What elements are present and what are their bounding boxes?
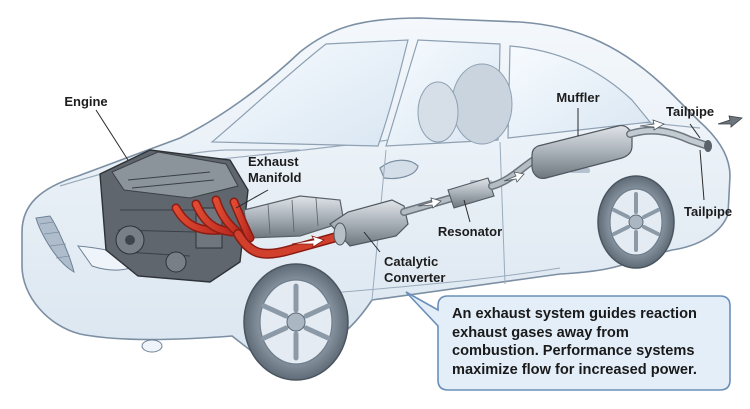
tailpipe-tip [704, 140, 712, 152]
down-pipe-fill [234, 230, 344, 258]
tailpipe-fill [627, 128, 711, 149]
rear-window [507, 45, 652, 139]
label-catalytic-1: Catalytic [384, 254, 438, 269]
caption-text: An exhaust system guides reaction exhaus… [438, 296, 728, 388]
exhaust-manifold [171, 195, 255, 243]
caption-line-1: An exhaust system guides reaction [452, 306, 697, 322]
flow-arrow-icon [291, 115, 743, 248]
fog-light [141, 339, 163, 353]
caption-line-3: combustion. Performance systems [452, 343, 695, 360]
engine-block [99, 149, 249, 283]
label-resonator: Resonator [438, 224, 502, 239]
door-line-rear [499, 141, 506, 285]
grille [35, 215, 75, 273]
front-wheel [243, 263, 349, 381]
side-mirror [379, 159, 419, 180]
leader-lines [95, 108, 705, 253]
resonator [447, 177, 495, 209]
label-exhaust-manifold-2: Manifold [248, 170, 301, 185]
label-engine: Engine [64, 94, 107, 109]
caption-line-2: exhaust gases away from [452, 324, 629, 341]
windshield [210, 39, 409, 147]
caption-line-4: maximize flow for increased power. [452, 361, 697, 378]
label-tailpipe-bottom: Tailpipe [684, 204, 732, 219]
rear-wheel [597, 175, 675, 269]
label-catalytic-2: Converter [384, 270, 445, 285]
label-exhaust-manifold-1: Exhaust [248, 154, 299, 169]
label-muffler: Muffler [556, 90, 599, 105]
rear-seat [451, 63, 513, 145]
label-tailpipe-top: Tailpipe [666, 104, 714, 119]
caption-callout [405, 291, 731, 391]
front-seat [417, 81, 459, 143]
